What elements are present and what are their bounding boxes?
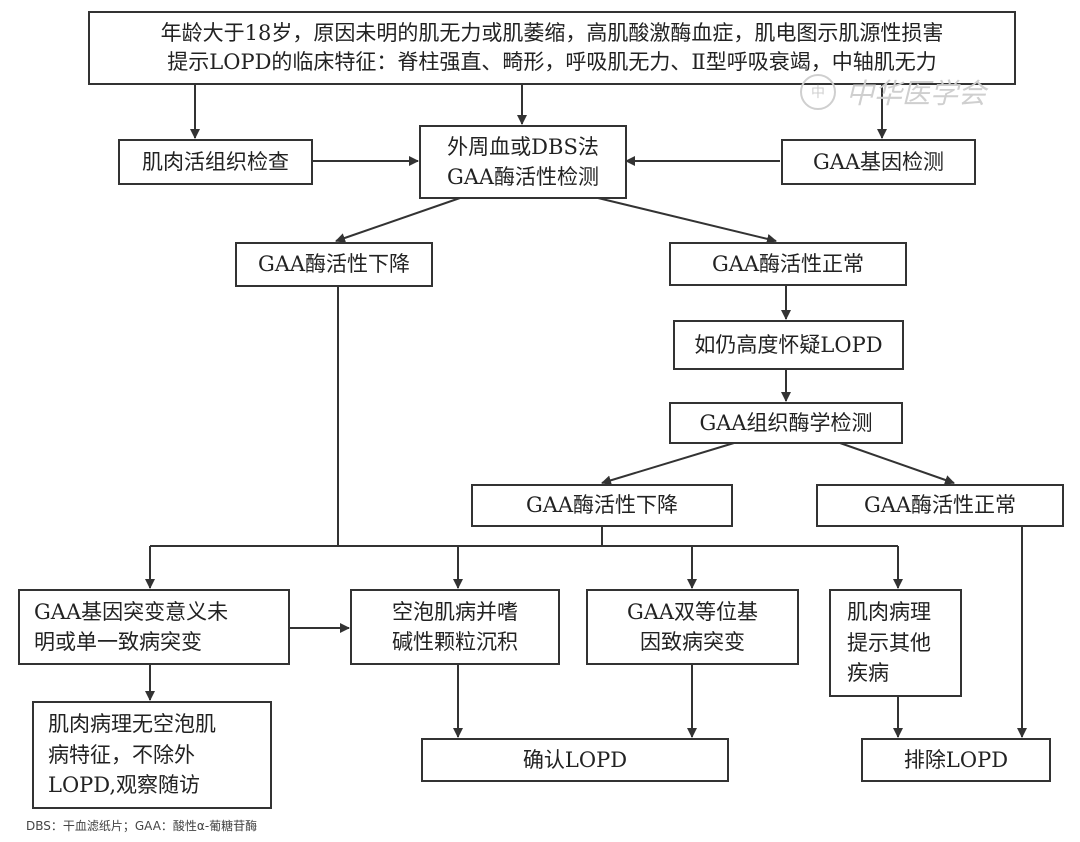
activity-low-1-box: GAA酶活性下降	[235, 242, 433, 287]
still-suspect-box: 如仍高度怀疑LOPD	[673, 320, 904, 370]
tissue-test-box: GAA组织酶学检测	[669, 402, 903, 444]
confirm-label: 确认LOPD	[522, 747, 628, 772]
activity-normal-2-box: GAA酶活性正常	[816, 484, 1064, 527]
confirm-box: 确认LOPD	[421, 738, 729, 782]
biallelic-line-2: 因致病突变	[640, 630, 745, 654]
no-vacuole-line-2: 病特征，不除外	[48, 742, 195, 767]
exclude-label: 排除LOPD	[903, 747, 1009, 772]
exclude-box: 排除LOPD	[861, 738, 1051, 782]
vus-single-box: GAA基因突变意义未 明或单一致病突变	[18, 589, 290, 665]
activity-low-2-box: GAA酶活性下降	[471, 484, 733, 527]
criteria-line-1: 年龄大于18岁，原因未明的肌无力或肌萎缩，高肌酸激酶血症，肌电图示肌源性损害	[160, 20, 944, 45]
no-vacuole-box: 肌肉病理无空泡肌 病特征，不除外 LOPD,观察随访	[32, 701, 272, 809]
blood-test-line-2: GAA酶活性检测	[446, 165, 600, 189]
blood-test-line-1: 外周血或DBS法	[447, 134, 599, 159]
vacuolar-line-2: 碱性颗粒沉积	[392, 630, 518, 654]
arrow-blood-to-normal1	[597, 197, 777, 244]
vus-single-line-2: 明或单一致病突变	[34, 630, 202, 654]
blood-test-box: 外周血或DBS法 GAA酶活性检测	[419, 125, 627, 199]
activity-normal-1-label: GAA酶活性正常	[711, 251, 865, 276]
criteria-line-2: 提示LOPD的临床特征：脊柱强直、畸形，呼吸肌无力、Ⅱ型呼吸衰竭，中轴肌无力	[167, 50, 937, 74]
activity-low-2-label: GAA酶活性下降	[525, 493, 679, 518]
biallelic-box: GAA双等位基 因致病突变	[586, 589, 799, 665]
gene-test-label: GAA基因检测	[812, 149, 945, 174]
vacuolar-box: 空泡肌病并嗜 碱性颗粒沉积	[350, 589, 560, 665]
no-vacuole-line-1: 肌肉病理无空泡肌	[48, 712, 216, 737]
activity-low-1-label: GAA酶活性下降	[257, 252, 411, 277]
arrow-tissue-to-low2	[601, 442, 735, 486]
activity-normal-1-box: GAA酶活性正常	[669, 242, 907, 286]
arrow-tissue-to-normal2	[839, 442, 955, 485]
vacuolar-line-1: 空泡肌病并嗜	[392, 599, 518, 624]
arrow-blood-to-low1	[335, 197, 461, 243]
tissue-test-label: GAA组织酶学检测	[699, 410, 873, 435]
muscle-biopsy-label: 肌肉活组织检查	[142, 149, 289, 174]
activity-normal-2-label: GAA酶活性正常	[863, 493, 1017, 518]
other-disease-line-3: 疾病	[847, 661, 889, 686]
gene-test-box: GAA基因检测	[781, 139, 976, 185]
other-disease-box: 肌肉病理 提示其他 疾病	[829, 589, 962, 697]
other-disease-line-1: 肌肉病理	[847, 600, 931, 625]
watermark: 中 中华医学会	[800, 70, 1040, 114]
abbreviation-caption: DBS：干血滤纸片；GAA：酸性α-葡糖苷酶	[26, 819, 258, 833]
biallelic-line-1: GAA双等位基	[626, 599, 759, 624]
no-vacuole-line-3: LOPD,观察随访	[48, 773, 201, 798]
watermark-seal-icon: 中	[800, 74, 836, 110]
other-disease-line-2: 提示其他	[847, 630, 931, 655]
vus-single-line-1: GAA基因突变意义未	[34, 599, 229, 624]
still-suspect-label: 如仍高度怀疑LOPD	[694, 332, 883, 357]
watermark-text: 中华医学会	[846, 77, 987, 110]
criteria-box: 年龄大于18岁，原因未明的肌无力或肌萎缩，高肌酸激酶血症，肌电图示肌源性损害 提…	[88, 11, 1016, 85]
muscle-biopsy-box: 肌肉活组织检查	[118, 139, 313, 185]
